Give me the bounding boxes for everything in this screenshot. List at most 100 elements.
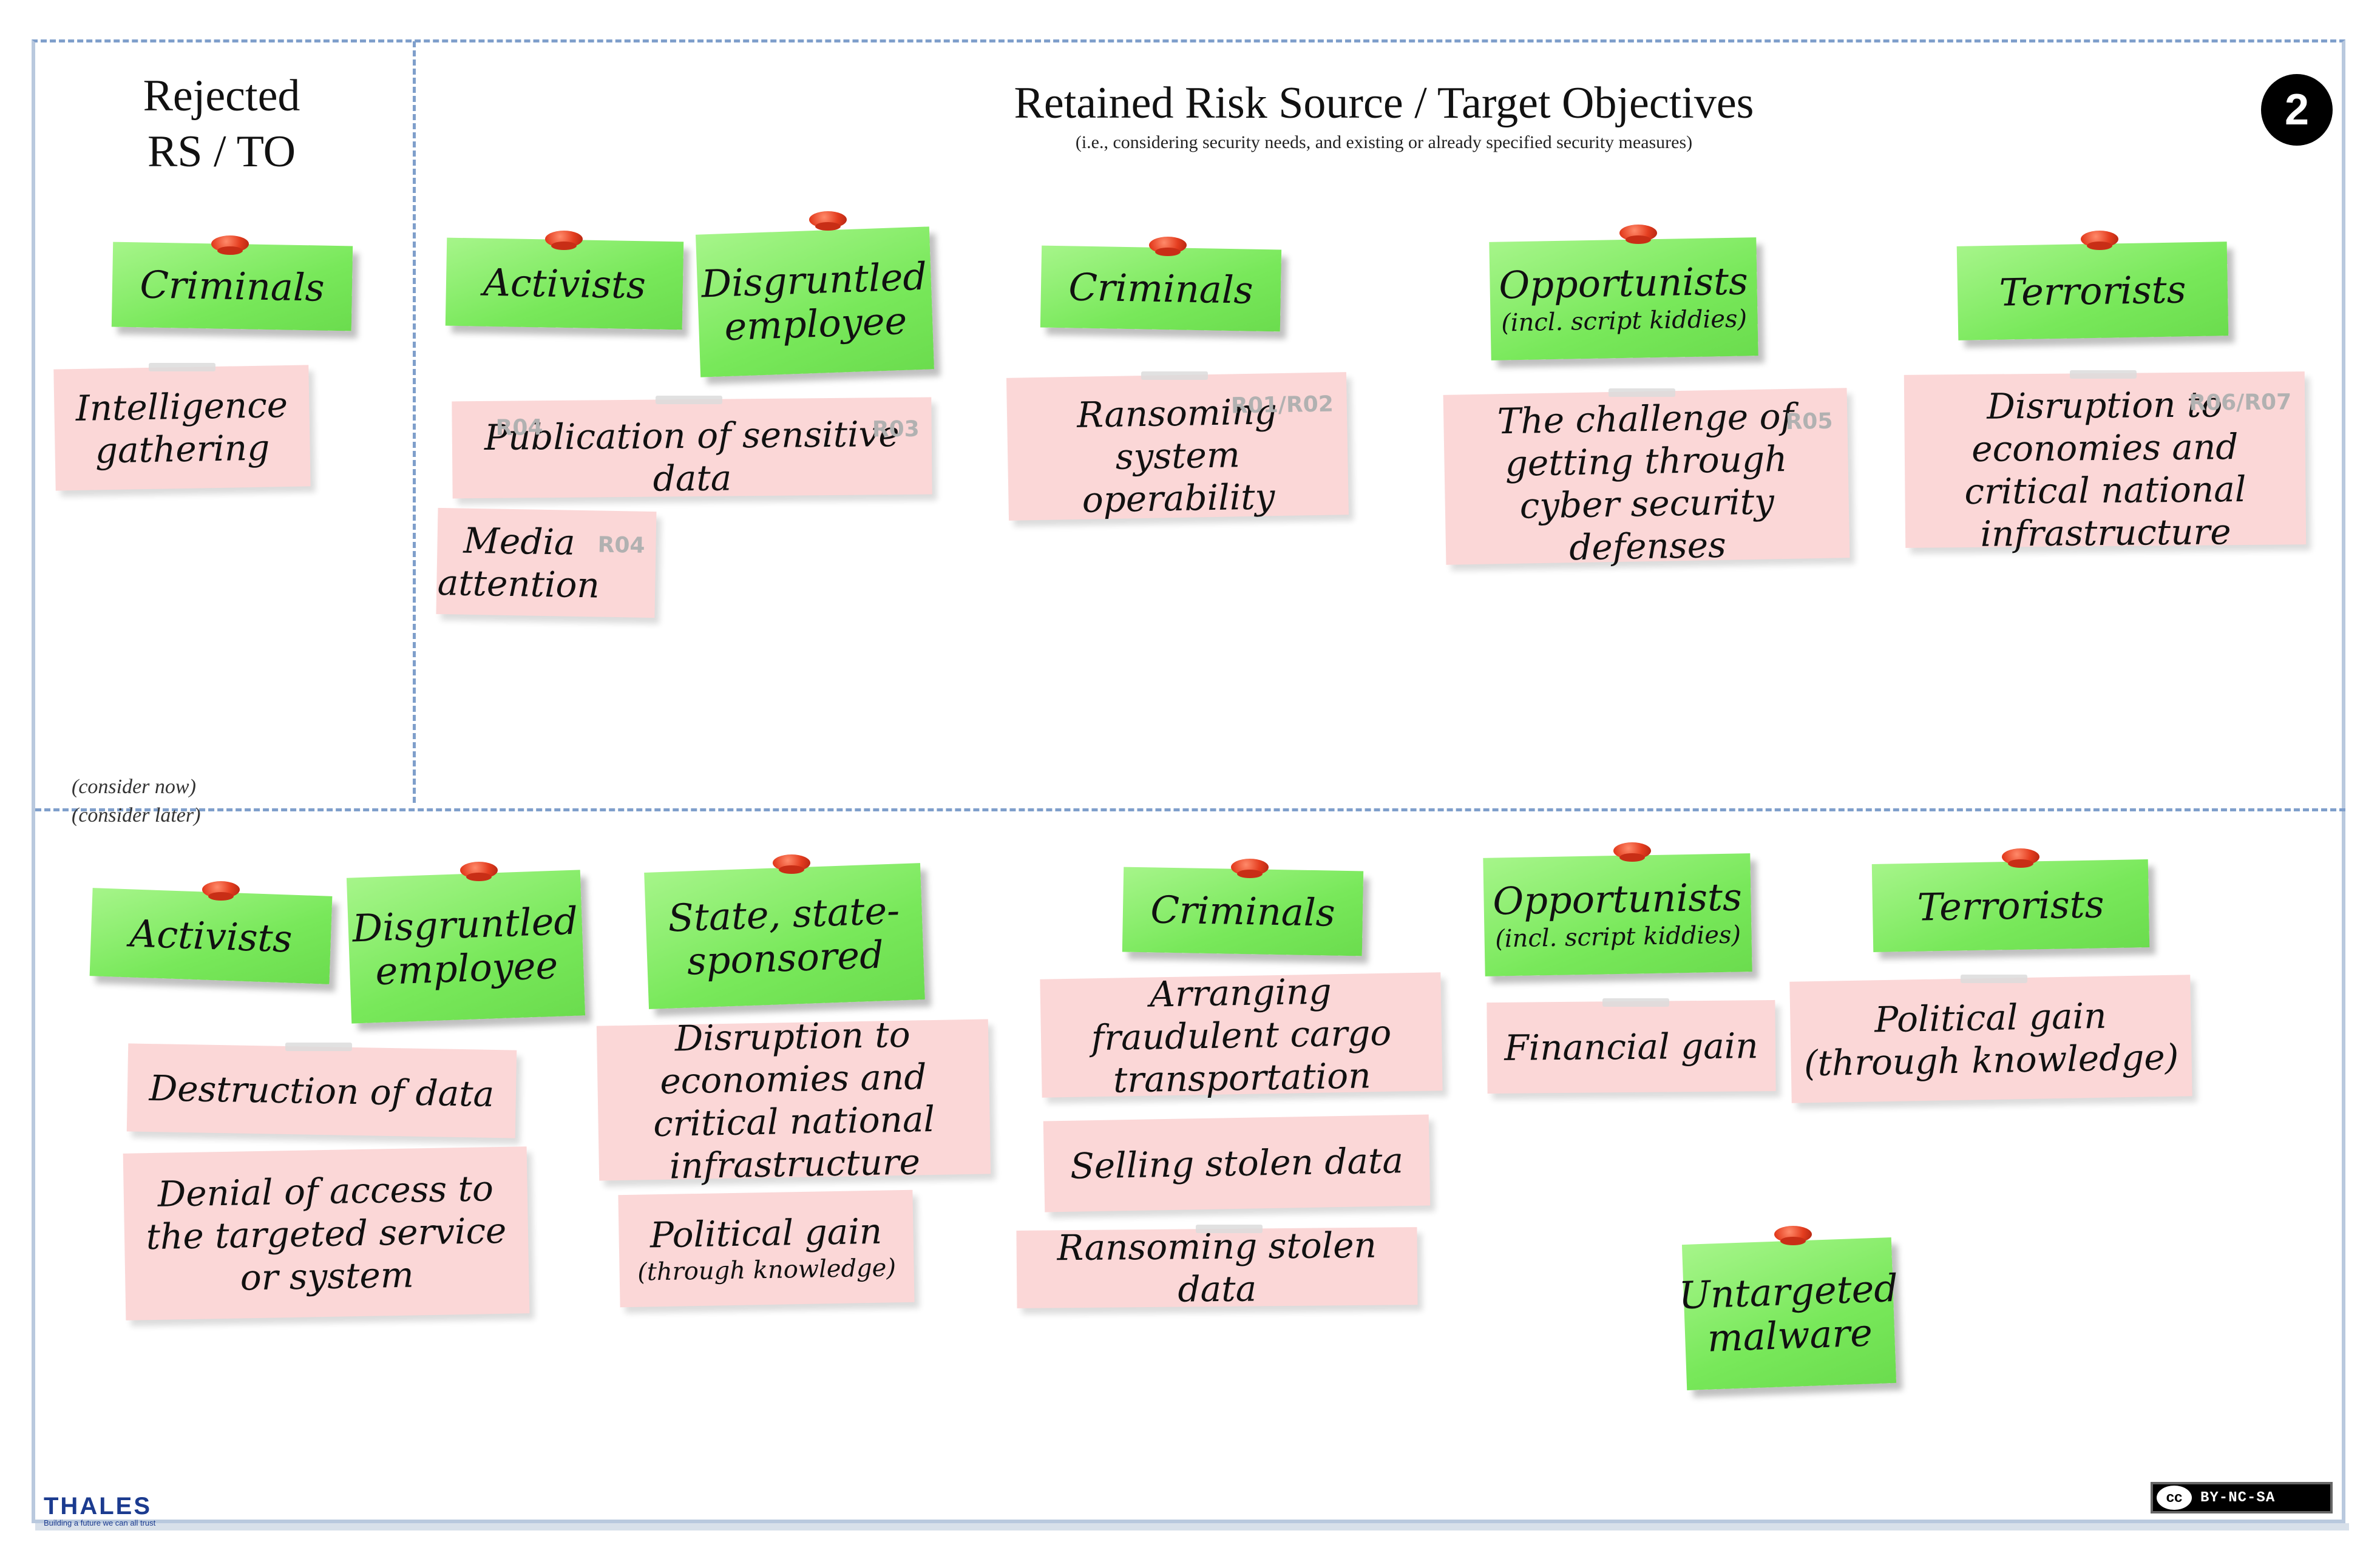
tape-strip [1602, 998, 1669, 1007]
risk-source-note[interactable]: Activists [89, 888, 333, 984]
risk-source-note[interactable]: Disgruntled employee [346, 870, 586, 1024]
risk-source-label: Activists [129, 910, 293, 961]
pushpin-icon [1615, 225, 1662, 245]
cc-icon: cc [2157, 1486, 2192, 1510]
logo-tagline: Building a future we can all trust [44, 1518, 156, 1527]
license-terms: BY-NC-SA [2200, 1489, 2276, 1506]
target-objective-text: Disruption to economies and critical nat… [653, 1013, 935, 1187]
target-objective-note[interactable]: Intelligence gathering [53, 365, 311, 491]
pushpin-icon [1769, 1226, 1817, 1246]
target-objective-note[interactable]: Media attention R04 [436, 507, 657, 618]
pushpin-icon [1609, 842, 1656, 863]
target-objective-note[interactable]: Political gain (through knowledge) [1789, 975, 2192, 1103]
target-objective-note[interactable]: Ransoming stolen data [1016, 1225, 1418, 1310]
pushpin-icon [1144, 237, 1192, 257]
risk-source-label: Opportunists (incl. script kiddies) [1487, 259, 1761, 339]
risk-source-label: Activists [483, 260, 646, 307]
target-objective-note[interactable]: Ransoming system operability R01/R02 [1006, 372, 1349, 521]
target-objective-text: Financial gain [1504, 1025, 1758, 1069]
rejected-column-title: Rejected RS / TO [73, 68, 370, 180]
risk-code: R05 [1785, 408, 1833, 435]
tape-strip [149, 363, 215, 371]
risk-source-note[interactable]: Opportunists (incl. script kiddies) [1489, 237, 1758, 360]
target-objective-text: Political gain (through knowledge) [1803, 995, 2179, 1084]
tape-strip [1609, 388, 1675, 397]
target-objective-note[interactable]: Arranging fraudulent cargo transportatio… [1040, 970, 1443, 1100]
risk-code: R04 [597, 532, 645, 558]
board-frame-shadow [35, 1523, 2349, 1530]
risk-source-label-main: Opportunists [1492, 874, 1743, 924]
retained-subtitle: (i.e., considering security needs, and e… [1075, 132, 1693, 152]
target-objective-note[interactable]: Disruption to economies and critical nat… [596, 1013, 991, 1186]
target-objective-note[interactable]: Publication of sensitive data R04 R03 [452, 397, 932, 499]
risk-source-label: Terrorists [1998, 266, 2187, 315]
tape-strip [656, 396, 722, 404]
target-objective-text: Ransoming stolen data [1057, 1224, 1377, 1310]
target-objective-text: Selling stolen data [1070, 1140, 1404, 1187]
risk-source-note[interactable]: Untargeted malware [1678, 1237, 1899, 1390]
pushpin-icon [206, 235, 254, 256]
pushpin-icon [1226, 859, 1273, 879]
pushpin-icon [197, 881, 245, 902]
target-objective-text: Media attention [437, 519, 600, 606]
risk-source-note[interactable]: Terrorists [1871, 859, 2150, 952]
rejected-title-line2: RS / TO [147, 127, 296, 177]
risk-code: R06/R07 [2189, 390, 2292, 416]
target-objective-text: Denial of access to the targeted service… [146, 1167, 507, 1298]
risk-source-note[interactable]: Disgruntled employee [696, 226, 934, 377]
target-objective-note[interactable]: The challenge of getting through cyber s… [1443, 388, 1850, 568]
pushpin-icon [768, 854, 815, 875]
target-objective-text: Arranging fraudulent cargo transportatio… [1091, 970, 1392, 1101]
target-objective-note[interactable]: Disruption to economies and critical nat… [1904, 371, 2307, 554]
consider-now-label: (consider now) [72, 776, 196, 798]
target-objective-note[interactable]: Political gain (through knowledge) [618, 1189, 915, 1308]
target-objective-note[interactable]: Destruction of data [126, 1043, 517, 1138]
risk-source-note[interactable]: State, state-sponsored [644, 863, 925, 1009]
risk-source-sublabel: (incl. script kiddies) [1494, 920, 1741, 953]
risk-source-note[interactable]: Criminals [1040, 245, 1282, 332]
risk-code: R03 [872, 416, 920, 442]
risk-source-label: Criminals [1150, 887, 1336, 935]
risk-source-label: Opportunists (incl. script kiddies) [1480, 874, 1755, 955]
risk-source-label: Disgruntled employee [351, 898, 579, 994]
target-objective-note[interactable]: Denial of access to the targeted service… [123, 1146, 530, 1321]
pushpin-icon [2076, 231, 2123, 251]
risk-code: R04 [495, 415, 543, 441]
risk-source-note[interactable]: Activists [445, 237, 684, 330]
risk-source-label: State, state-sponsored [667, 887, 901, 984]
risk-source-note[interactable]: Terrorists [1956, 242, 2229, 340]
risk-source-label-main: Opportunists [1498, 258, 1749, 308]
cc-license-badge: cc BY-NC-SA [2151, 1482, 2333, 1513]
pushpin-icon [1997, 848, 2044, 869]
risk-source-label: Criminals [1068, 264, 1254, 313]
risk-source-label: Criminals [139, 262, 325, 310]
pushpin-icon [540, 231, 588, 251]
now-later-divider [35, 808, 2345, 811]
risk-code: R01/R02 [1230, 391, 1334, 419]
risk-source-note[interactable]: Opportunists (incl. script kiddies) [1483, 853, 1752, 976]
tape-strip [2070, 370, 2137, 379]
risk-source-sublabel: (incl. script kiddies) [1500, 304, 1748, 337]
logo-name: THALES [44, 1493, 152, 1520]
rejected-retained-divider [413, 41, 416, 803]
tape-strip [1196, 1225, 1263, 1233]
thales-logo: THALES Building a future we can all trus… [44, 1494, 155, 1527]
target-objective-note[interactable]: Selling stolen data [1043, 1114, 1431, 1212]
pushpin-icon [455, 862, 503, 882]
target-objective-text: Political gain (through knowledge) [625, 1209, 909, 1288]
tape-strip [285, 1043, 352, 1051]
retained-title: Retained Risk Source / Target Objectives [1014, 78, 1754, 128]
step-number-badge: 2 [2261, 74, 2333, 146]
target-objective-note[interactable]: Financial gain [1487, 999, 1776, 1094]
rejected-title-line1: Rejected [143, 71, 300, 121]
target-objective-subtext: (through knowledge) [637, 1253, 897, 1287]
risk-source-note[interactable]: Criminals [1122, 867, 1364, 956]
target-objective-text: Destruction of data [149, 1067, 495, 1115]
risk-source-label: Disgruntled employee [700, 254, 928, 349]
tape-strip [1961, 975, 2027, 983]
target-objective-text: Intelligence gathering [75, 384, 288, 472]
board-frame [32, 39, 2345, 1523]
pushpin-icon [804, 211, 852, 232]
tape-strip [1141, 371, 1208, 380]
